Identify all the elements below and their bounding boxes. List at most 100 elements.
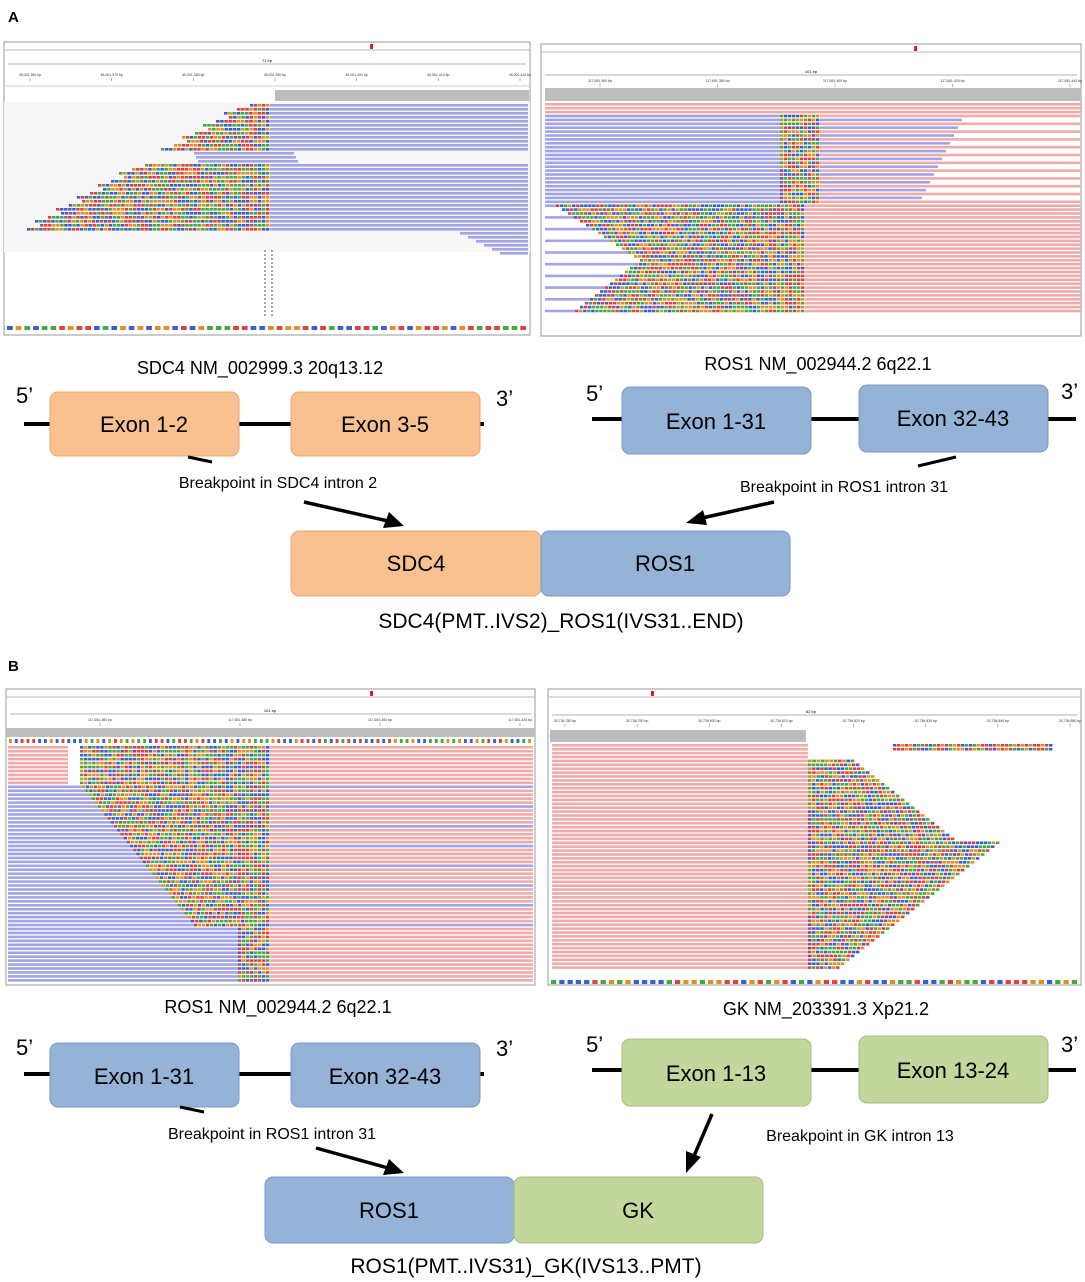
mismatch-base [157,848,161,852]
read [8,904,178,907]
read [8,868,150,872]
mismatch-base [136,832,141,836]
mismatch-base [224,132,228,135]
mismatch-base [173,813,177,816]
mismatch-base [134,844,138,848]
mismatch-base [648,290,652,293]
mismatch-base [789,270,793,274]
reference-base [146,326,152,330]
mismatch-base [168,817,172,820]
mismatch-base [205,196,210,199]
mismatch-base [157,828,161,832]
mismatch-base [232,112,236,115]
mismatch-base [703,208,708,211]
mismatch-base [242,943,246,947]
mismatch-base [102,200,106,203]
mismatch-base [628,227,632,231]
mismatch-base [610,231,614,235]
reference-base [528,739,531,743]
mismatch-base [800,231,805,235]
mismatch-base [788,177,792,180]
mismatch-base [181,765,185,769]
read [270,888,533,891]
mismatch-base [237,801,241,804]
mismatch-base [261,781,266,785]
mismatch-base [250,951,254,954]
mismatch-base [780,282,785,285]
mismatch-base [696,235,700,239]
mismatch-base [185,832,189,836]
mismatch-base [84,753,88,757]
mismatch-base [261,832,266,836]
mismatch-base [134,805,138,808]
mismatch-base [233,852,238,856]
read [270,136,528,139]
mismatch-base [225,172,229,175]
mismatch-base [202,825,206,828]
mismatch-base [788,149,792,153]
mismatch-base [242,927,246,931]
mismatch-base [764,235,769,239]
mismatch-base [592,227,596,231]
mismatch-base [736,251,741,254]
mismatch-base [80,769,84,773]
mismatch-base [159,860,163,864]
mismatch-base [145,828,149,832]
read [270,927,533,931]
reference-base [306,739,310,743]
mismatch-base [736,227,741,231]
mismatch-base [249,108,253,111]
mismatch-base [186,844,190,848]
mismatch-base [169,208,173,211]
mismatch-base [687,278,692,282]
reference-base [522,739,526,743]
mismatch-base [204,801,209,804]
mismatch-base [604,227,608,231]
mismatch-base [764,278,769,282]
mismatch-base [197,204,202,207]
mismatch-base [108,765,112,769]
mismatch-base [652,227,656,231]
mismatch-base [213,228,217,231]
mismatch-base [67,228,71,231]
mismatch-base [183,896,188,899]
mismatch-base [723,223,728,227]
mismatch-base [181,777,185,781]
read [820,145,1080,149]
mismatch-base [679,216,683,219]
mismatch-base [241,915,245,919]
mismatch-base [209,761,213,765]
mismatch-base [240,140,245,143]
mismatch-base [812,149,816,153]
mismatch-base [764,220,769,223]
mismatch-base [266,136,270,139]
mismatch-base [205,828,210,832]
mismatch-base [55,220,59,223]
read [805,220,1081,223]
mismatch-base [237,836,241,840]
mismatch-base [154,844,158,848]
mismatch-base [265,204,270,207]
mismatch-base [664,204,668,207]
mismatch-base [594,208,598,211]
mismatch-base [136,852,140,856]
mismatch-base [781,286,785,289]
mismatch-base [154,825,158,828]
mismatch-base [262,947,266,951]
mismatch-base [84,757,88,761]
exon-label: Exon 1-2 [100,412,188,437]
mismatch-base [748,235,753,239]
mismatch-base [901,744,905,747]
mismatch-base [253,801,258,804]
mismatch-base [604,212,608,215]
mismatch-base [77,204,81,207]
mismatch-base [221,196,226,199]
mismatch-base [684,227,688,231]
mismatch-base [249,140,253,143]
mismatch-base [225,872,229,875]
mismatch-base [651,294,655,297]
mismatch-base [91,228,96,231]
mismatch-base [136,746,141,749]
read [8,805,98,808]
mismatch-base [656,227,660,231]
